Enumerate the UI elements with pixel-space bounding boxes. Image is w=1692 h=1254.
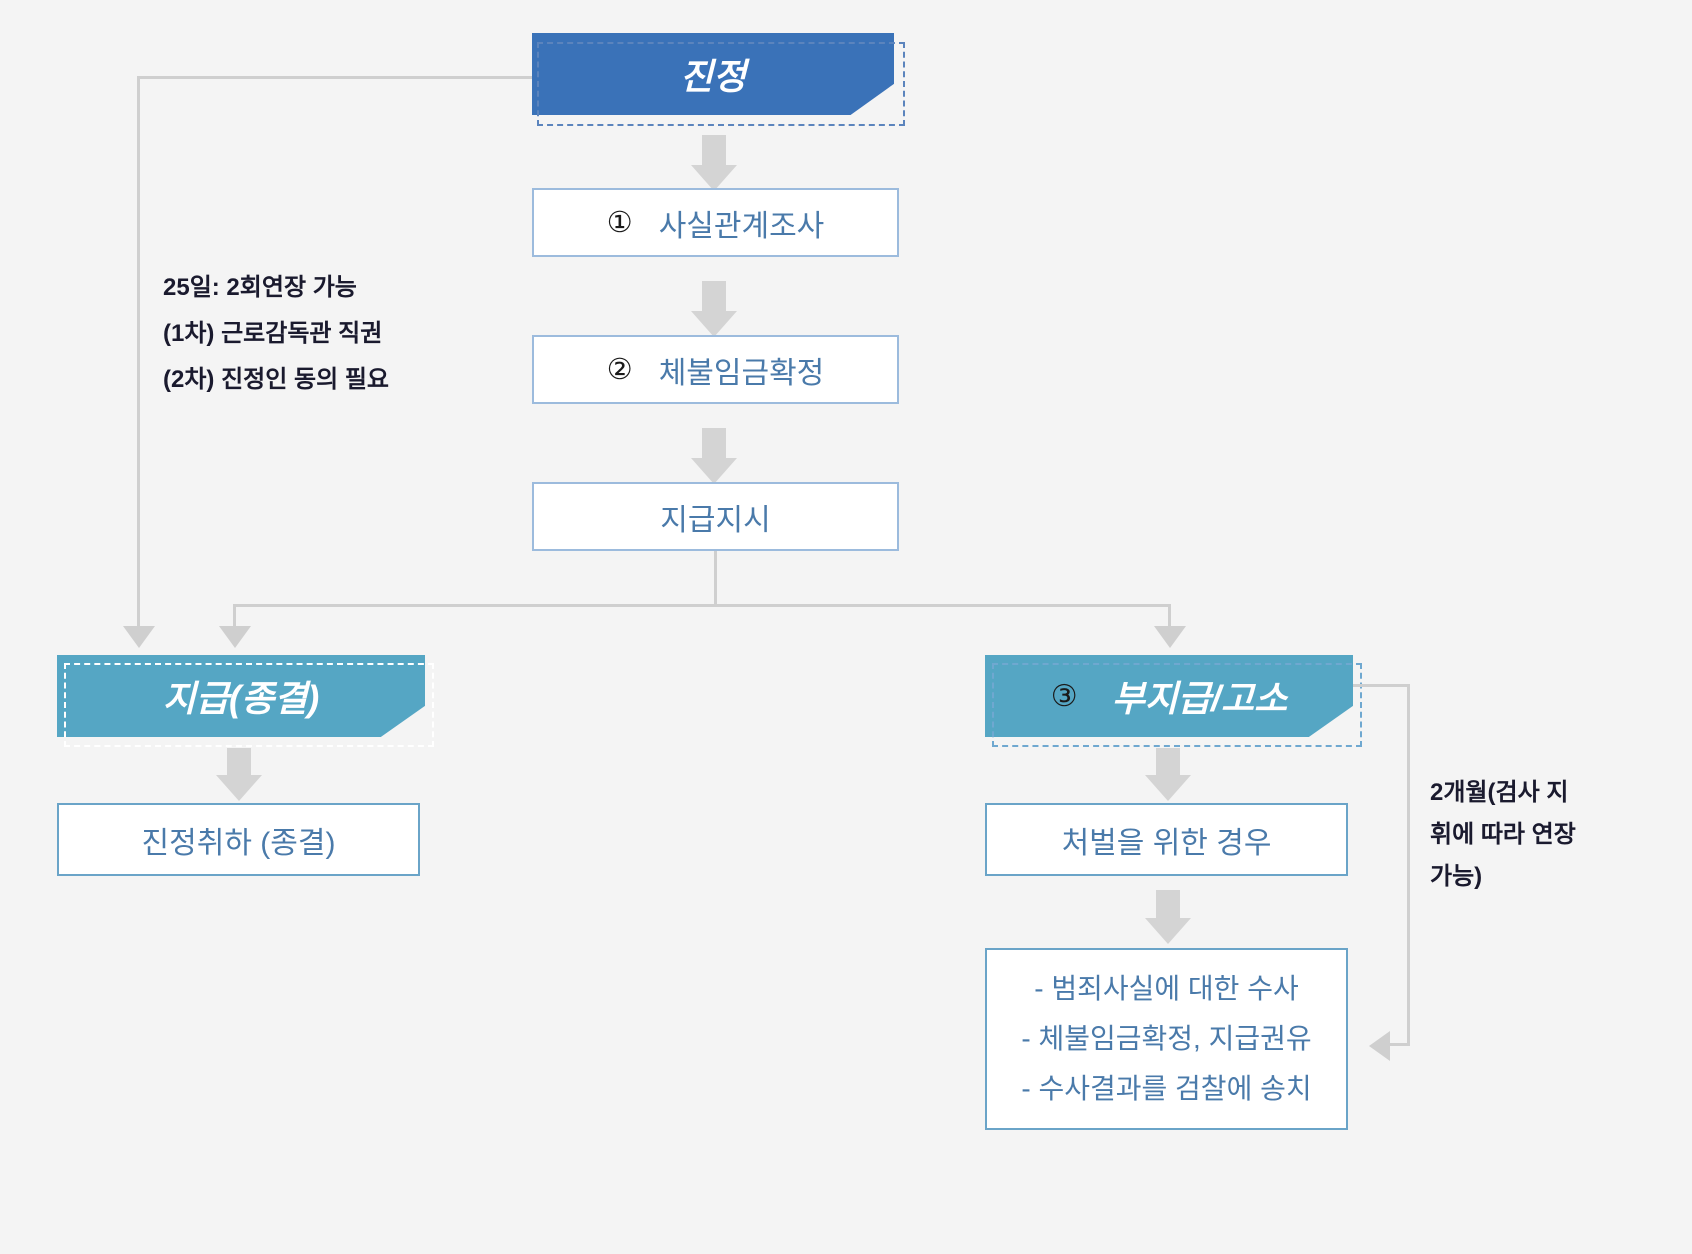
step1-label: 사실관계조사 bbox=[658, 209, 825, 243]
node-susa-list[interactable]: - 범죄사실에 대한 수사 - 체불임금확정, 지급권유 - 수사결과를 검찰에… bbox=[985, 948, 1348, 1130]
jigeup-jonggyeol-label: 지급(종결) bbox=[162, 678, 320, 719]
bujigeup-goso-label: 부지급/고소 bbox=[1111, 678, 1288, 719]
jinjeong-fill bbox=[532, 33, 894, 115]
bujigeup-goso-number: ③ bbox=[1050, 679, 1078, 713]
connector-jigeupjisi-down bbox=[714, 551, 717, 606]
connector-split-left-v bbox=[233, 604, 236, 629]
node-jigeup-jisi[interactable]: 지급지시 bbox=[532, 482, 899, 551]
bujigeup-goso-text: ③ 부지급/고소 bbox=[985, 670, 1353, 722]
step2-label: 체불임금확정 bbox=[658, 356, 825, 390]
cheobeol-label: 처벌을 위한 경우 bbox=[1061, 826, 1272, 860]
jigeup-jisi-label: 지급지시 bbox=[660, 503, 771, 537]
connector-split-right-v bbox=[1168, 604, 1171, 629]
node-jigeup-jonggyeol[interactable]: 지급(종결) bbox=[57, 655, 434, 747]
jigeup-jonggyeol-fill bbox=[57, 655, 425, 737]
arrow-cheobeol-to-susa bbox=[1145, 890, 1191, 944]
connector-goso-loop-bottom bbox=[1390, 1043, 1410, 1046]
arrow-jigeup-to-chwiha bbox=[216, 748, 262, 801]
node-jinjeong-chwiha[interactable]: 진정취하 (종결) bbox=[57, 803, 420, 876]
jinjeong-chwiha-label: 진정취하 (종결) bbox=[141, 826, 336, 860]
annotation-left-line-3: (2차) 진정인 동의 필요 bbox=[163, 366, 389, 393]
arrowhead-goso-loop bbox=[1369, 1031, 1390, 1061]
jigeup-jonggyeol-text: 지급(종결) bbox=[57, 670, 425, 722]
arrow-step1-to-step2 bbox=[691, 281, 737, 337]
connector-goso-loop-v bbox=[1407, 684, 1410, 1045]
arrowhead-jigeup-center bbox=[219, 626, 251, 648]
arrowhead-jigeup-left bbox=[123, 626, 155, 648]
annotation-left-line-1: 25일: 2회연장 가능 bbox=[163, 274, 357, 301]
arrowhead-bujigeup bbox=[1154, 626, 1186, 648]
node-step2[interactable]: ② 체불임금확정 bbox=[532, 335, 899, 404]
bujigeup-goso-dashed-border bbox=[992, 663, 1362, 747]
arrow-goso-to-cheobeol bbox=[1145, 748, 1191, 801]
step1-number: ① bbox=[606, 207, 633, 239]
node-step1[interactable]: ① 사실관계조사 bbox=[532, 188, 899, 257]
jigeup-jonggyeol-dashed-border bbox=[64, 663, 434, 747]
node-cheobeol[interactable]: 처벌을 위한 경우 bbox=[985, 803, 1348, 876]
connector-goso-loop-top bbox=[1353, 684, 1410, 687]
susa-list-line-2: - 체불임금확정, 지급권유 bbox=[1021, 1023, 1312, 1054]
connector-jinjeong-to-jigeup-h bbox=[137, 76, 537, 79]
jinjeong-text: 진정 bbox=[532, 48, 894, 100]
annotation-left-line-2: (1차) 근로감독관 직권 bbox=[163, 320, 383, 347]
arrow-step2-to-jigeupjisi bbox=[691, 428, 737, 484]
arrow-jinjeong-to-step1 bbox=[691, 135, 737, 191]
bujigeup-goso-fill bbox=[985, 655, 1353, 737]
jinjeong-dashed-border bbox=[537, 42, 905, 126]
annotation-right: 2개월(검사 지휘에 따라 연장 가능) bbox=[1430, 779, 1576, 890]
node-jinjeong[interactable]: 진정 bbox=[532, 33, 905, 126]
jinjeong-label: 진정 bbox=[679, 56, 747, 97]
connector-split-h bbox=[233, 604, 1171, 607]
susa-list-line-3: - 수사결과를 검찰에 송치 bbox=[1021, 1073, 1312, 1104]
annotation-left: 25일: 2회연장 가능 (1차) 근로감독관 직권 (2차) 진정인 동의 필… bbox=[163, 265, 389, 403]
node-bujigeup-goso[interactable]: ③ 부지급/고소 bbox=[985, 655, 1362, 747]
connector-jinjeong-to-jigeup-v bbox=[137, 76, 140, 631]
susa-list-line-1: - 범죄사실에 대한 수사 bbox=[1034, 973, 1299, 1004]
step2-number: ② bbox=[606, 354, 633, 386]
